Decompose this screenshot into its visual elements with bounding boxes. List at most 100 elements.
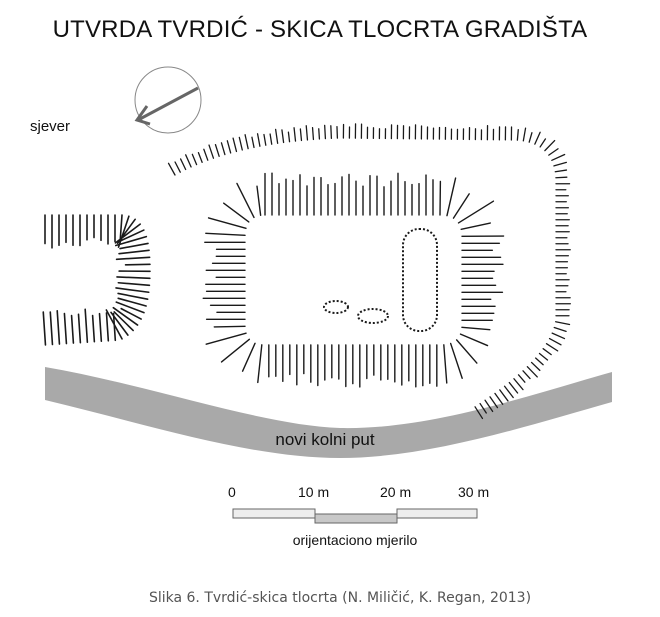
hachure-stroke <box>126 264 150 265</box>
hachure-stroke <box>222 339 250 362</box>
figure-caption: Slika 6. Tvrdić-skica tlocrta (N. Miliči… <box>0 590 660 606</box>
hachure-stroke <box>175 162 180 172</box>
hachure-stroke <box>215 145 219 157</box>
hachure-stroke <box>313 128 314 140</box>
hachure-stroke <box>169 163 175 175</box>
scale-tick-30: 30 m <box>458 484 489 500</box>
hachure-stroke <box>300 129 301 141</box>
hachure-stroke <box>192 154 196 164</box>
hachure-stroke <box>550 339 561 345</box>
hachure-stroke <box>79 314 81 342</box>
hachure-stroke <box>72 316 74 344</box>
hachure-stroke <box>106 313 108 341</box>
hachure-stroke <box>462 327 490 329</box>
scale-label: orijentaciono mjerilo <box>270 532 440 548</box>
hachure-stroke <box>116 288 149 292</box>
hachure-stroke <box>461 223 490 229</box>
hachure-stroke <box>119 250 149 253</box>
hachure-stroke <box>536 358 544 365</box>
hachure-stroke <box>100 314 102 342</box>
hachure-stroke <box>331 126 332 139</box>
hachure-stroke <box>209 218 246 228</box>
hachure-stroke <box>245 135 248 149</box>
hachure-stroke <box>117 257 150 259</box>
hachure-stroke <box>539 353 547 360</box>
hachure-stroke <box>509 383 517 393</box>
hachure-stroke <box>500 390 508 401</box>
hachure-stroke <box>237 183 254 217</box>
hachure-stroke <box>258 345 262 383</box>
hachure-stroke <box>523 371 530 379</box>
hachure-stroke <box>457 340 477 363</box>
hachure-stroke <box>120 243 148 248</box>
hachure-stroke <box>206 333 246 344</box>
hachure-stroke <box>243 343 255 371</box>
hachure-stroke <box>453 194 469 218</box>
hachure-stroke <box>252 137 254 147</box>
hachure-stroke <box>549 149 558 155</box>
hachure-stroke <box>545 141 555 151</box>
hachure-stroke <box>270 134 272 144</box>
rampart-hachures <box>43 124 570 419</box>
scale-tick-0: 0 <box>228 484 236 500</box>
hachure-stroke <box>257 186 261 215</box>
hachure-stroke <box>447 178 456 216</box>
hachure-stroke <box>93 316 95 342</box>
hachure-stroke <box>554 162 566 165</box>
hachure-stroke <box>547 344 558 351</box>
hachure-stroke <box>288 132 289 142</box>
north-arrow-icon <box>135 67 201 133</box>
inner-enclosure <box>324 229 437 331</box>
hachure-stroke <box>264 135 266 146</box>
hachure-stroke <box>527 367 537 377</box>
hachure-stroke <box>181 159 186 170</box>
hachure-stroke <box>444 345 447 383</box>
hachure-stroke <box>495 393 503 404</box>
hachure-stroke <box>294 128 295 141</box>
scale-bar <box>233 509 477 523</box>
hachure-stroke <box>239 137 242 150</box>
hachure-stroke <box>206 233 245 235</box>
hachure-stroke <box>554 328 566 332</box>
hachure-stroke <box>118 283 149 286</box>
hachure-stroke <box>204 149 208 160</box>
hachure-stroke <box>514 379 523 390</box>
hachure-stroke <box>50 312 52 344</box>
north-label: sjever <box>30 118 70 135</box>
hachure-stroke <box>282 130 284 143</box>
hachure-stroke <box>233 138 236 151</box>
hachure-stroke <box>118 293 148 299</box>
hachure-stroke <box>535 132 540 144</box>
hachure-stroke <box>117 277 150 278</box>
hachure-stroke <box>221 143 224 155</box>
hachure-stroke <box>519 375 525 382</box>
hachure-stroke <box>540 139 545 147</box>
hachure-stroke <box>198 153 202 163</box>
hachure-stroke <box>214 326 245 327</box>
hachure-stroke <box>552 333 564 338</box>
scale-tick-20: 20 m <box>380 484 411 500</box>
hachure-stroke <box>543 349 551 355</box>
hachure-stroke <box>458 201 493 223</box>
hachure-stroke <box>556 322 570 325</box>
hachure-stroke <box>555 170 566 172</box>
hachure-stroke <box>319 129 320 139</box>
hachure-stroke <box>552 154 565 160</box>
hachure-stroke <box>529 133 532 142</box>
hachure-stroke <box>523 128 525 141</box>
hachure-stroke <box>517 130 518 140</box>
hachure-stroke <box>186 155 191 167</box>
hachure-stroke <box>258 134 260 146</box>
hachure-stroke <box>556 177 567 178</box>
hachure-stroke <box>85 309 87 342</box>
scale-tick-10: 10 m <box>298 484 329 500</box>
road-label: novi kolni put <box>240 430 410 450</box>
hachure-stroke <box>505 386 514 397</box>
hachure-stroke <box>227 141 230 153</box>
hachure-stroke <box>209 145 213 158</box>
hachure-stroke <box>325 125 326 138</box>
hachure-stroke <box>451 343 463 378</box>
hachure-stroke <box>43 312 45 345</box>
hachure-stroke <box>306 126 307 140</box>
